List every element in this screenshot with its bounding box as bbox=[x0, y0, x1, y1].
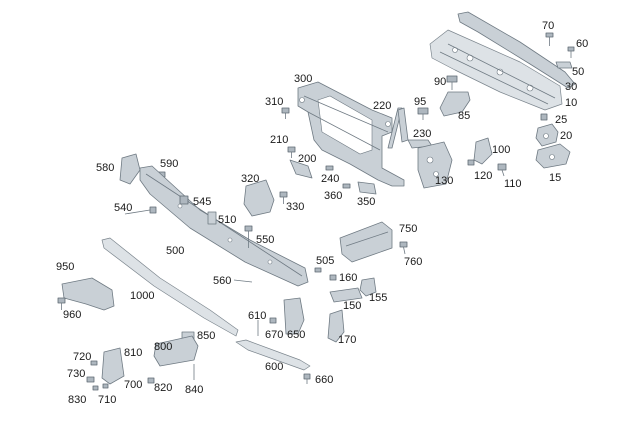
crash-box-part bbox=[243, 179, 288, 217]
part-number-label: 85 bbox=[458, 110, 470, 122]
clip-part bbox=[124, 195, 217, 225]
part-number-label: 550 bbox=[256, 234, 274, 246]
part-number-labels: 70 60 50 30 10 300 90 95 85 310 220 25 2… bbox=[56, 20, 588, 406]
part-number-label: 760 bbox=[404, 256, 422, 268]
part-number-label: 20 bbox=[560, 130, 572, 142]
part-number-label: 960 bbox=[63, 309, 81, 321]
small-clip-part bbox=[233, 267, 377, 303]
part-number-label: 830 bbox=[68, 394, 86, 406]
lower-bracket-part bbox=[101, 331, 311, 385]
part-number-label: 590 bbox=[160, 158, 178, 170]
latch-bracket-part bbox=[417, 141, 453, 189]
bracket-part bbox=[535, 113, 571, 169]
radiator-support-frame-part bbox=[297, 81, 405, 187]
part-number-label: 25 bbox=[555, 114, 567, 126]
part-number-label: 90 bbox=[434, 76, 446, 88]
part-number-label: 100 bbox=[492, 144, 510, 156]
part-number-label: 330 bbox=[286, 201, 304, 213]
part-number-label: 150 bbox=[343, 300, 361, 312]
part-number-label: 720 bbox=[73, 351, 91, 363]
part-number-label: 510 bbox=[218, 214, 236, 226]
part-number-label: 670 bbox=[265, 329, 283, 341]
part-number-label: 10 bbox=[565, 97, 577, 109]
part-number-label: 505 bbox=[316, 255, 334, 267]
part-number-label: 170 bbox=[338, 334, 356, 346]
screw-part bbox=[281, 107, 377, 195]
part-number-label: 650 bbox=[287, 329, 305, 341]
part-number-label: 500 bbox=[166, 245, 184, 257]
hook-bracket-part bbox=[327, 309, 345, 343]
part-number-label: 800 bbox=[154, 341, 172, 353]
part-number-label: 750 bbox=[399, 223, 417, 235]
part-number-label: 60 bbox=[576, 38, 588, 50]
part-number-label: 820 bbox=[154, 382, 172, 394]
part-number-label: 320 bbox=[241, 173, 259, 185]
part-number-label: 50 bbox=[572, 66, 584, 78]
side-absorber-part bbox=[57, 277, 115, 311]
part-number-label: 240 bbox=[321, 173, 339, 185]
fastener-part bbox=[417, 75, 471, 120]
part-number-label: 710 bbox=[98, 394, 116, 406]
part-number-label: 840 bbox=[185, 384, 203, 396]
part-number-label: 540 bbox=[114, 202, 132, 214]
bracket-plate-part bbox=[257, 297, 305, 336]
part-number-label: 210 bbox=[270, 134, 288, 146]
long-bolt-part bbox=[244, 225, 253, 248]
part-number-label: 580 bbox=[96, 162, 114, 174]
energy-absorber-part bbox=[339, 221, 408, 263]
part-number-label: 310 bbox=[265, 96, 283, 108]
screw-part bbox=[545, 32, 575, 69]
part-number-label: 220 bbox=[373, 100, 391, 112]
part-number-label: 130 bbox=[435, 175, 453, 187]
part-number-label: 360 bbox=[324, 190, 342, 202]
bumper-beam-part bbox=[139, 165, 309, 287]
part-number-label: 1000 bbox=[130, 290, 154, 302]
mount-part bbox=[467, 137, 507, 177]
lower-trim-strip-part bbox=[101, 237, 239, 337]
part-number-label: 230 bbox=[413, 128, 431, 140]
part-number-label: 155 bbox=[369, 292, 387, 304]
part-number-label: 810 bbox=[124, 347, 142, 359]
part-number-label: 600 bbox=[265, 361, 283, 373]
part-number-label: 850 bbox=[197, 330, 215, 342]
part-number-label: 660 bbox=[315, 374, 333, 386]
part-number-label: 700 bbox=[124, 379, 142, 391]
part-number-label: 200 bbox=[298, 153, 316, 165]
part-number-label: 110 bbox=[504, 178, 522, 190]
upper-cross-member-part bbox=[429, 11, 576, 111]
part-number-label: 120 bbox=[474, 170, 492, 182]
part-number-label: 15 bbox=[549, 172, 561, 184]
part-number-label: 30 bbox=[565, 81, 577, 93]
part-number-label: 95 bbox=[414, 96, 426, 108]
part-number-label: 70 bbox=[542, 20, 554, 32]
part-number-label: 560 bbox=[213, 275, 231, 287]
part-number-label: 160 bbox=[339, 272, 357, 284]
part-number-label: 950 bbox=[56, 261, 74, 273]
fastener-part bbox=[86, 360, 311, 391]
part-number-label: 610 bbox=[248, 310, 266, 322]
part-number-label: 730 bbox=[67, 368, 85, 380]
part-number-label: 350 bbox=[357, 196, 375, 208]
part-number-label: 545 bbox=[193, 196, 211, 208]
part-number-label: 300 bbox=[294, 73, 312, 85]
